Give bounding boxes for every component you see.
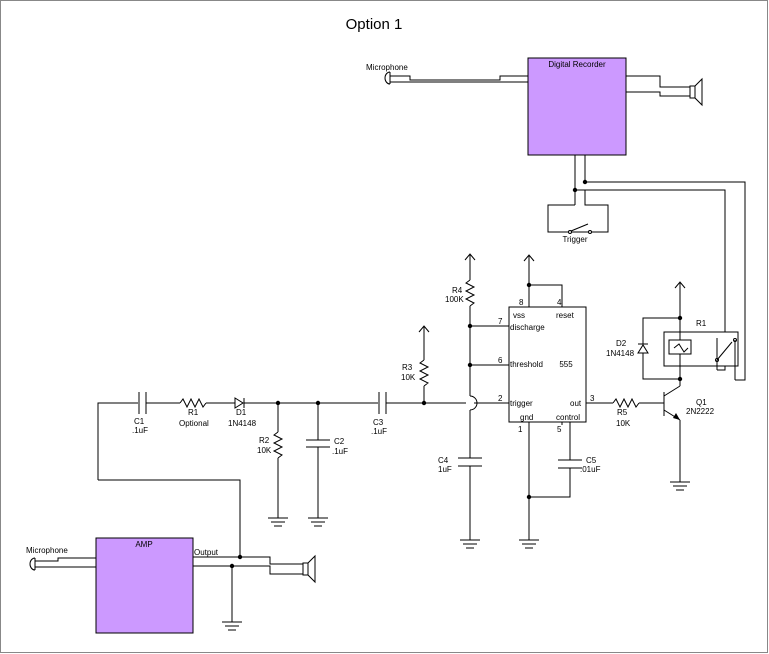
ic-pin-threshold: threshold	[510, 360, 543, 369]
ground-q1-icon	[670, 481, 690, 491]
wire-amp-feedback	[98, 479, 241, 557]
amp-block	[95, 537, 194, 634]
d1-diode-icon	[234, 397, 245, 409]
q1-value: 2N2222	[686, 407, 715, 416]
d1-value: 1N4148	[228, 419, 257, 428]
ic-pin-vss: vss	[513, 311, 525, 320]
r4-ref: R4	[452, 286, 463, 295]
c3-ref: C3	[373, 418, 384, 427]
r2-value: 10K	[257, 446, 272, 455]
d2-value: 1N4148	[606, 349, 635, 358]
trigger-switch-icon	[568, 223, 592, 234]
c1-capacitor-icon	[138, 392, 147, 414]
supply-arrow-r3-icon	[418, 325, 430, 333]
microphone-bottom-label: Microphone	[26, 546, 68, 555]
ic-pin-gnd: gnd	[520, 413, 533, 422]
page-title: Option 1	[346, 16, 403, 33]
ic-pin-out: out	[570, 399, 582, 408]
q1-transistor-icon	[663, 385, 681, 421]
r4-resistor-icon	[464, 279, 476, 307]
r2-ref: R2	[259, 436, 270, 445]
wire-speaker-top-a	[626, 75, 690, 88]
amp-output-label: Output	[194, 548, 219, 557]
wire-input-left	[97, 402, 138, 480]
r3-ref: R3	[402, 363, 413, 372]
wire-rec-relay-b	[585, 181, 746, 381]
wire-rec-relay-a	[575, 189, 726, 371]
amp-label: AMP	[135, 540, 152, 549]
speaker-top-icon	[689, 77, 703, 107]
ic-pin-discharge: discharge	[510, 323, 545, 332]
supply-arrow-r4-icon	[464, 253, 476, 261]
c1-value: .1uF	[132, 426, 148, 435]
trigger-switch-loop	[547, 190, 609, 233]
r5-value: 10K	[616, 419, 631, 428]
r5-resistor-icon	[612, 397, 640, 409]
c3-capacitor-icon	[378, 392, 387, 414]
r2-resistor-icon	[272, 431, 284, 459]
c2-ref: C2	[334, 437, 345, 446]
c5-capacitor-icon	[558, 459, 582, 469]
ground-c4-icon	[460, 539, 480, 549]
c5-ref: C5	[586, 456, 597, 465]
relay-coil-icon	[668, 339, 692, 355]
q1-ref: Q1	[696, 398, 707, 407]
r5-ref: R5	[617, 408, 628, 417]
c3-value: .1uF	[371, 427, 387, 436]
r3-value: 10K	[401, 373, 416, 382]
supply-arrow-icon	[523, 254, 535, 262]
c1-ref: C1	[134, 417, 145, 426]
c2-capacitor-icon	[306, 439, 330, 448]
wire-speaker-top-b	[626, 91, 690, 97]
ic-pin-trigger: trigger	[510, 399, 533, 408]
ic-pin-2: 2	[498, 394, 503, 403]
microphone-top-label: Microphone	[366, 63, 408, 72]
d2-ref: D2	[616, 339, 627, 348]
microphone-bottom-icon	[29, 557, 36, 571]
microphone-top-icon	[384, 71, 391, 85]
ic-pin-8: 8	[519, 298, 524, 307]
ground-r2-icon	[268, 517, 288, 527]
ic-pin-6: 6	[498, 356, 503, 365]
c4-value: 1uF	[438, 465, 452, 474]
ic-555	[508, 306, 587, 423]
r3-resistor-icon	[418, 359, 430, 387]
wire-vss-reset	[528, 284, 563, 307]
relay-contact-icon	[715, 338, 737, 380]
ground-ic-icon	[519, 539, 539, 549]
trigger-label: Trigger	[562, 235, 587, 244]
ic-pin-4: 4	[557, 298, 562, 307]
ic-pin-7: 7	[498, 317, 503, 326]
ground-c2-icon	[308, 517, 328, 527]
digital-recorder-block	[527, 57, 627, 156]
ic-pin-1: 1	[518, 425, 523, 434]
c5-value: .01uF	[580, 465, 601, 474]
c4-capacitor-icon	[458, 457, 482, 467]
wire-mic-top	[390, 75, 528, 81]
relay-ref: R1	[696, 319, 707, 328]
c2-value: .1uF	[332, 447, 348, 456]
digital-recorder-label: Digital Recorder	[548, 60, 606, 69]
r1-ref: R1	[188, 408, 199, 417]
r1-value: Optional	[179, 419, 209, 428]
c4-ref: C4	[438, 456, 449, 465]
ic-pin-control: control	[556, 413, 580, 422]
supply-arrow-relay-icon	[674, 281, 686, 289]
ground-amp-icon	[222, 621, 242, 631]
d1-ref: D1	[236, 408, 247, 417]
ic-pin-3: 3	[590, 394, 595, 403]
speaker-bottom-icon	[302, 554, 316, 584]
r4-value: 100K	[445, 295, 464, 304]
r1-resistor-icon	[179, 397, 207, 409]
ic-name: 555	[559, 360, 573, 369]
ic-pin-reset: reset	[556, 311, 575, 320]
ic-pin-5: 5	[557, 425, 562, 434]
d2-diode-icon	[637, 343, 649, 354]
